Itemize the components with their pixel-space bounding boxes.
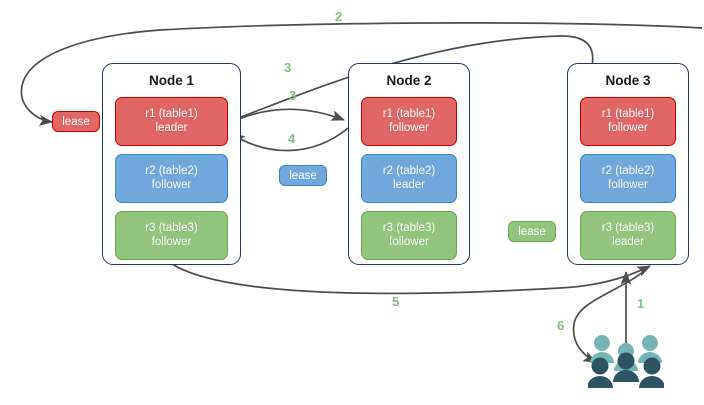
replica-name: r3 (table3) — [382, 221, 436, 234]
replica-node3-r3[interactable]: r3 (table3) leader — [580, 211, 676, 260]
replica-name: r1 (table1) — [145, 107, 198, 120]
node-card-node2[interactable]: Node 2 r1 (table1) follower r2 (table2) … — [348, 63, 470, 265]
replica-node2-r1[interactable]: r1 (table1) follower — [361, 97, 457, 146]
replica-role: follower — [608, 178, 648, 191]
node-title-node2: Node 2 — [386, 73, 432, 88]
step-label-3-upper: 3 — [284, 60, 292, 75]
step-label-5: 5 — [392, 294, 400, 309]
replica-node2-r3[interactable]: r3 (table3) follower — [361, 211, 457, 260]
replica-name: r3 (table3) — [601, 221, 655, 234]
replica-name: r2 (table2) — [601, 164, 655, 177]
replica-role: follower — [608, 121, 648, 134]
node-card-node1[interactable]: Node 1 r1 (table1) leader r2 (table2) fo… — [102, 63, 241, 265]
replica-name: r1 (table1) — [382, 107, 436, 120]
step-label-4: 4 — [288, 131, 296, 146]
people-group-icon — [588, 335, 664, 388]
lease-badge-r2[interactable]: lease — [279, 165, 327, 186]
lease-badge-r3[interactable]: lease — [508, 221, 556, 242]
replica-node3-r1[interactable]: r1 (table1) follower — [580, 97, 676, 146]
step-label-6: 6 — [557, 318, 565, 333]
node-card-node3[interactable]: Node 3 r1 (table1) follower r2 (table2) … — [567, 63, 689, 265]
replica-node2-r2[interactable]: r2 (table2) leader — [361, 154, 457, 203]
replica-node1-r2[interactable]: r2 (table2) follower — [115, 154, 228, 203]
node-title-node1: Node 1 — [148, 73, 194, 88]
lease-badge-r1[interactable]: lease — [52, 111, 100, 132]
replica-node3-r2[interactable]: r2 (table2) follower — [580, 154, 676, 203]
arrow-step-5 — [171, 263, 651, 295]
replica-name: r2 (table2) — [382, 164, 436, 177]
arrow-step-3-lower — [223, 108, 345, 127]
step-label-3-lower: 3 — [289, 88, 297, 103]
replica-role: follower — [389, 235, 429, 248]
replica-node1-r3[interactable]: r3 (table3) follower — [115, 211, 228, 260]
replica-name: r3 (table3) — [145, 221, 198, 234]
replica-role: follower — [151, 178, 192, 191]
replica-role: follower — [389, 121, 429, 134]
step-label-2: 2 — [335, 9, 343, 24]
replica-node1-r1[interactable]: r1 (table1) leader — [115, 97, 228, 146]
replica-role: leader — [612, 235, 644, 248]
node-title-node3: Node 3 — [605, 73, 651, 88]
replica-role: leader — [393, 178, 425, 191]
step-label-1: 1 — [637, 296, 645, 311]
replica-role: follower — [151, 235, 192, 248]
replica-name: r1 (table1) — [601, 107, 655, 120]
replica-role: leader — [155, 121, 188, 134]
replica-name: r2 (table2) — [145, 164, 198, 177]
